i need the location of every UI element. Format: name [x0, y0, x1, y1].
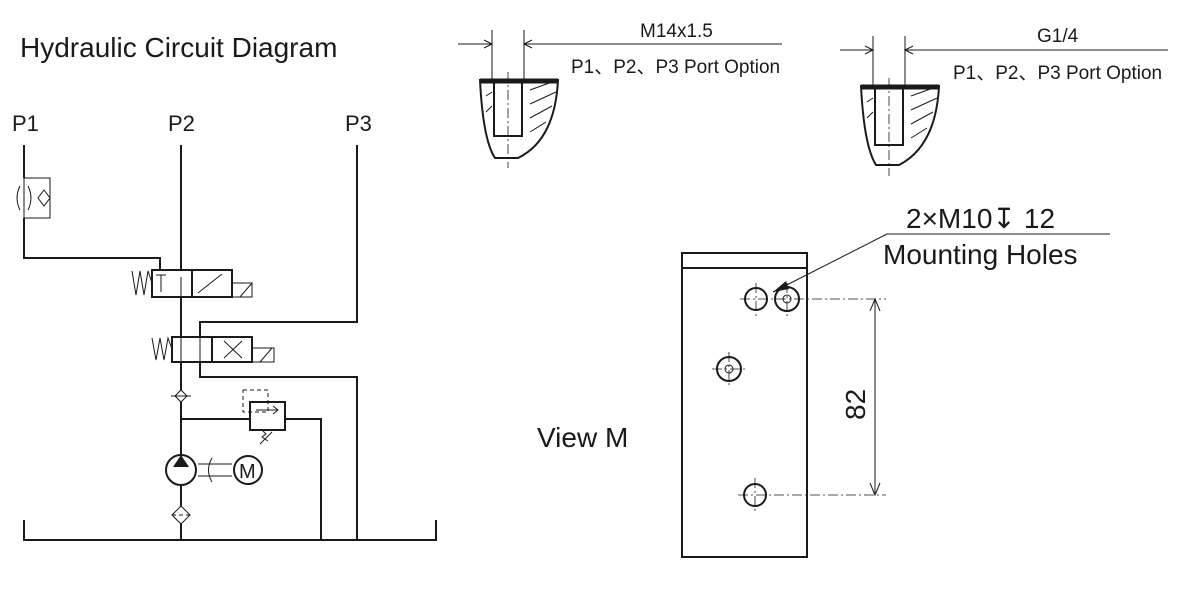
port-option-right: P1、P2、P3 Port Option — [953, 63, 1162, 84]
port-label-p3: P3 — [345, 111, 372, 136]
pump-motor: M — [165, 454, 263, 486]
port-detail-right — [840, 36, 1168, 176]
hydraulic-circuit: M — [16, 145, 437, 541]
directional-valve-lower — [151, 336, 275, 363]
depth-symbol: ↧ — [992, 203, 1015, 234]
reservoir — [23, 520, 437, 541]
relief-branch — [181, 418, 322, 540]
port-option-left: P1、P2、P3 Port Option — [571, 57, 780, 78]
relief-valve — [242, 389, 286, 445]
mounting-holes-label: Mounting Holes — [883, 239, 1078, 270]
mounting-thread: 2×M10 — [906, 203, 992, 234]
port-detail-left — [458, 30, 782, 168]
diagram-title: Hydraulic Circuit Diagram — [20, 32, 337, 63]
dimension-82: 82 — [840, 389, 871, 420]
thread-label-right: G1/4 — [1037, 26, 1079, 47]
p1-line — [23, 145, 161, 270]
filter — [171, 505, 191, 525]
port-label-p2: P2 — [168, 111, 195, 136]
thread-label-left: M14x1.5 — [640, 21, 713, 42]
manifold-view — [681, 233, 1110, 558]
p3-line — [199, 145, 358, 540]
check-valve-restrictor — [16, 177, 51, 219]
check-valve — [171, 389, 191, 403]
motor-symbol: M — [239, 461, 256, 483]
view-label: View M — [537, 422, 628, 453]
mounting-hole-spec: 2×M10↧ 12 — [906, 203, 1055, 234]
directional-valve-upper — [131, 269, 253, 298]
port-label-p1: P1 — [12, 111, 39, 136]
mounting-depth: 12 — [1024, 203, 1055, 234]
